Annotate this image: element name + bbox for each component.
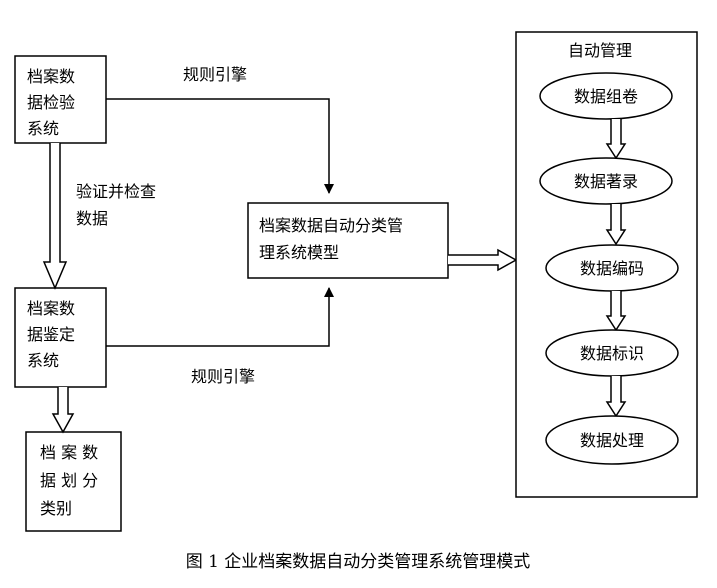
verify-to-appraise-arrow bbox=[42, 143, 68, 290]
appraise-system-box bbox=[14, 287, 107, 388]
appraise-system-line-1: 档案数 bbox=[27, 299, 75, 318]
rule-engine-label-top: 规则引擎 bbox=[183, 65, 247, 84]
model-to-auto-management-arrow bbox=[448, 248, 518, 272]
divide-category-line-3: 类别 bbox=[40, 499, 72, 518]
divide-category-line-1: 档 案 数 bbox=[40, 443, 98, 462]
auto-step-2-label: 数据著录 bbox=[574, 172, 638, 191]
verify-system-node: 档案数 据检验 系统 bbox=[14, 55, 107, 144]
verify-system-line-3: 系统 bbox=[27, 119, 59, 138]
auto-step-2-arrow bbox=[605, 204, 627, 246]
rule-engine-label-bottom: 规则引擎 bbox=[191, 367, 255, 386]
figure-caption: 图 1 企业档案数据自动分类管理系统管理模式 bbox=[186, 552, 531, 572]
auto-step-4: 数据标识 bbox=[545, 329, 679, 377]
verify-system-line-1: 档案数 bbox=[27, 67, 75, 86]
divide-category-box bbox=[25, 431, 122, 532]
rule-engine-connector-bottom bbox=[106, 287, 334, 347]
auto-model-line-2: 理系统模型 bbox=[259, 243, 339, 262]
appraise-system-line-2: 据鉴定 bbox=[27, 325, 75, 344]
rule-engine-connector-top bbox=[106, 98, 334, 194]
auto-step-2: 数据著录 bbox=[539, 157, 673, 205]
auto-management-title: 自动管理 bbox=[568, 41, 632, 60]
auto-step-1-label: 数据组卷 bbox=[574, 87, 638, 106]
appraise-to-divide-arrow bbox=[51, 387, 75, 434]
appraise-system-line-3: 系统 bbox=[27, 351, 59, 370]
auto-model-box bbox=[247, 202, 449, 279]
auto-management-panel: 自动管理 数据组卷 数据著录 数据编码 数据标识 bbox=[515, 31, 698, 498]
auto-step-5-label: 数据处理 bbox=[580, 431, 644, 450]
auto-model-line-1: 档案数据自动分类管 bbox=[259, 216, 403, 235]
verify-data-label-line-2: 数据 bbox=[76, 209, 108, 228]
verify-system-box bbox=[14, 55, 107, 144]
verify-system-line-2: 据检验 bbox=[27, 93, 75, 112]
auto-step-4-label: 数据标识 bbox=[580, 344, 644, 363]
verify-data-label-line-1: 验证并检查 bbox=[76, 182, 156, 201]
appraise-system-node: 档案数 据鉴定 系统 bbox=[14, 287, 107, 388]
auto-step-1: 数据组卷 bbox=[539, 72, 673, 120]
divide-category-node: 档 案 数 据 划 分 类别 bbox=[25, 431, 122, 532]
auto-model-node: 档案数据自动分类管 理系统模型 bbox=[247, 202, 449, 279]
auto-step-3-label: 数据编码 bbox=[580, 259, 644, 278]
auto-step-5: 数据处理 bbox=[545, 415, 679, 465]
divide-category-line-2: 据 划 分 bbox=[40, 471, 98, 490]
auto-step-3: 数据编码 bbox=[545, 244, 679, 292]
